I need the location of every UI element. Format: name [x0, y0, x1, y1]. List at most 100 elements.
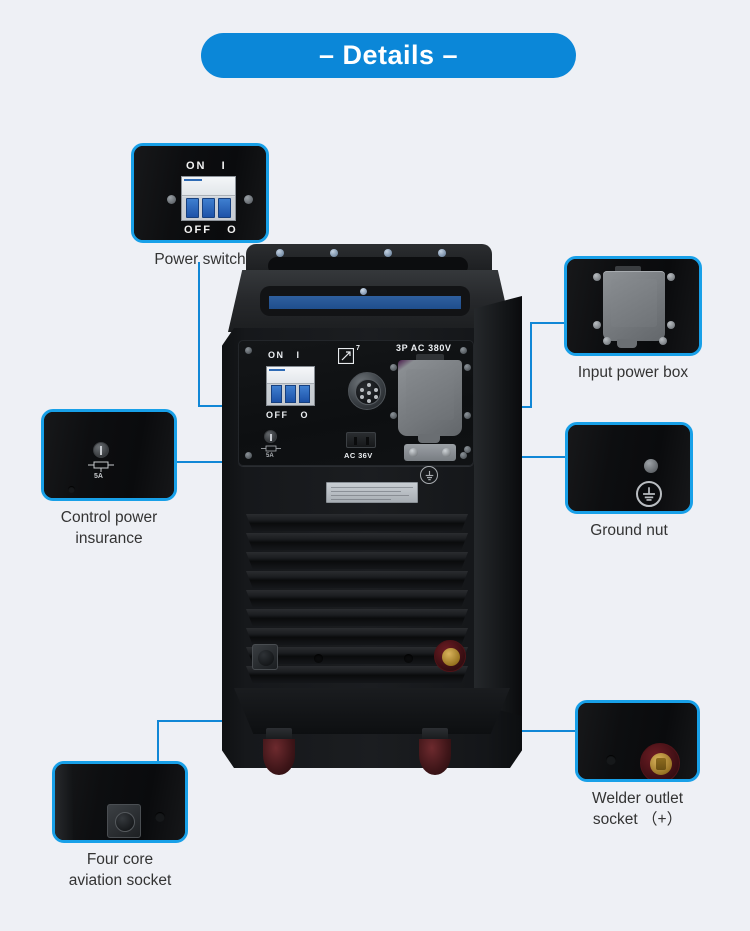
panel-screw-icon — [167, 195, 176, 204]
handle-screw-icon — [330, 249, 338, 257]
page-title-pill: – Details – — [201, 33, 576, 78]
power-switch-on-label: ON I — [186, 160, 227, 172]
input-box-hinge — [615, 266, 641, 272]
machine-rear-control-panel: ON I OFF O 5A — [238, 340, 474, 484]
breaker-lever[interactable] — [285, 385, 296, 403]
specification-label — [326, 482, 418, 503]
connector-pin — [367, 399, 371, 403]
breaker-face — [182, 177, 235, 196]
machine-four-core-aviation-socket[interactable] — [252, 644, 278, 670]
connector-pin — [360, 395, 364, 399]
off-symbol: O — [227, 224, 238, 236]
connector-pin — [374, 395, 378, 399]
ground-screw-icon — [644, 459, 658, 473]
machine-right-side-face — [474, 296, 522, 716]
handle-screw-icon — [438, 249, 446, 257]
ac-36v-outlet[interactable] — [346, 432, 376, 448]
panel-screw-icon — [390, 412, 397, 419]
outlet-slot — [354, 437, 357, 445]
off-text: OFF — [184, 224, 212, 236]
panel-screw-icon — [390, 364, 397, 371]
aviation-socket-icon — [107, 804, 141, 838]
callout-control-power-insurance-thumbnail: 5A — [41, 409, 177, 501]
panel-screw-icon — [245, 347, 252, 354]
fuse-rating-label: 5A — [94, 473, 103, 480]
input-box-latch — [418, 434, 440, 443]
connector-pin — [367, 383, 371, 387]
caster-wheel — [418, 728, 452, 775]
ground-terminal-plate[interactable] — [404, 444, 456, 461]
callout-power-switch[interactable]: ON I OFF O Power switch — [131, 143, 269, 271]
panel-hole — [404, 654, 413, 663]
machine-circuit-breaker[interactable] — [266, 366, 315, 406]
panel-screw-icon — [244, 195, 253, 204]
caster-wheel-body — [419, 739, 451, 775]
panel-hole — [314, 654, 323, 663]
callout-aviation-socket-thumbnail — [52, 761, 188, 843]
breaker-lever[interactable] — [271, 385, 282, 403]
vent-louver — [246, 590, 468, 607]
machine-base — [234, 688, 510, 734]
label-line — [331, 487, 413, 488]
panel-off-label: OFF O — [266, 410, 309, 420]
label-line — [331, 491, 401, 492]
panel-screw-icon — [245, 452, 252, 459]
arrow-marker-icon — [338, 348, 354, 364]
panel-input-power-box[interactable] — [398, 360, 462, 436]
page-title: – Details – — [318, 40, 459, 70]
callout-welder-outlet-caption: Welder outlet socket （+） — [591, 790, 684, 828]
ground-screw-icon — [409, 448, 418, 457]
thumb-background — [568, 425, 690, 511]
connector-aviation-socket-horizontal — [157, 720, 269, 722]
panel-aviation-connector[interactable] — [348, 372, 386, 410]
callout-input-power-box[interactable]: Input power box — [564, 256, 702, 384]
panel-screw-icon — [460, 452, 467, 459]
panel-earth-ground-symbol-icon — [420, 466, 438, 484]
callout-control-power-insurance[interactable]: 5A Control power insurance — [41, 409, 177, 550]
callout-ground-nut-caption: Ground nut — [590, 522, 668, 539]
callout-input-power-box-thumbnail — [564, 256, 702, 356]
breaker-lever[interactable] — [299, 385, 310, 403]
machine-blue-accent-strip — [269, 296, 461, 309]
power-switch-off-label: OFF O — [184, 224, 238, 236]
panel-screw-icon — [593, 321, 601, 329]
callout-four-core-aviation-socket[interactable]: Four core aviation socket — [52, 761, 188, 892]
machine-fuse-symbol-icon — [261, 445, 281, 452]
aviation-socket-body — [258, 650, 274, 666]
machine-fuse-holder[interactable] — [264, 430, 277, 443]
top-screw-icon — [360, 288, 367, 295]
vent-louver — [246, 514, 468, 531]
panel-screw-icon — [464, 412, 471, 419]
panel-screw-icon — [464, 364, 471, 371]
connector-pin — [367, 391, 371, 395]
welder-outlet-brass-contact — [650, 753, 672, 775]
thumb-edge-shade — [55, 764, 73, 840]
callout-power-switch-caption: Power switch — [154, 251, 246, 268]
input-box-hinge — [416, 354, 444, 361]
machine-welder-outlet-socket[interactable] — [434, 640, 466, 672]
breaker-face — [267, 367, 314, 384]
breaker-lever — [218, 198, 231, 218]
on-text: ON — [186, 160, 207, 172]
panel-screw-icon — [603, 337, 611, 345]
input-power-box-cover-icon — [603, 271, 665, 341]
vent-louver — [246, 533, 468, 550]
callout-welder-outlet-socket[interactable]: Welder outlet socket （+） — [575, 700, 700, 831]
breaker-lever — [202, 198, 215, 218]
earth-ground-symbol-icon — [636, 481, 662, 507]
voltage-label: 3P AC 380V — [396, 343, 452, 353]
ground-screw-icon — [442, 448, 451, 457]
machine-fuse-rating-label: 5A — [266, 453, 274, 459]
panel-screw-icon — [667, 321, 675, 329]
callout-ground-nut[interactable]: Ground nut — [565, 422, 693, 542]
vent-louver — [246, 571, 468, 588]
callout-aviation-socket-caption: Four core aviation socket — [68, 851, 172, 889]
connector-power-switch-vertical — [198, 262, 200, 406]
circuit-breaker-icon — [181, 176, 236, 221]
callout-welder-outlet-thumbnail — [575, 700, 700, 782]
panel-screw-icon — [659, 337, 667, 345]
ground-nut-screw — [464, 446, 471, 453]
panel-off-symbol: O — [300, 410, 310, 420]
welder-outlet-brass-contact — [442, 648, 460, 666]
